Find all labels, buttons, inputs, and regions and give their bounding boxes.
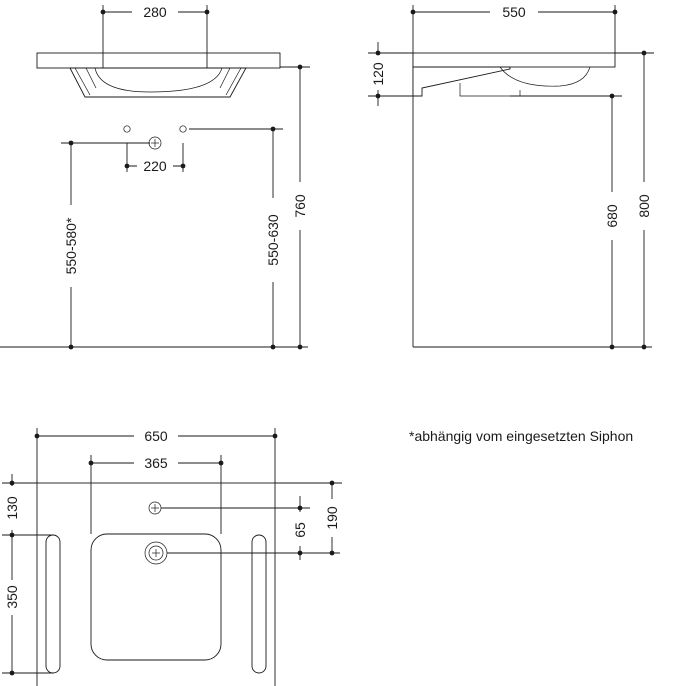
- dim-550-580-label: 550-580*: [63, 217, 79, 274]
- dim-365-dot-right: [218, 460, 224, 466]
- dim-650-dot-left: [34, 433, 40, 439]
- dim-800-label: 800: [636, 194, 652, 218]
- dim-760-label: 760: [292, 194, 308, 218]
- side-siphon: [459, 83, 521, 97]
- dim-680-dot-top: [609, 93, 615, 99]
- dim-65-dot-top: [297, 505, 303, 511]
- front-bracket-left: [74, 67, 97, 96]
- dim-190-dot-bottom: [329, 550, 335, 556]
- dim-280-dot-right: [204, 9, 210, 15]
- dim-65-dot-bottom: [297, 550, 303, 556]
- dim-120-label: 120: [370, 62, 386, 86]
- dim-365-label: 365: [144, 455, 168, 471]
- dim-550-dot-right: [612, 9, 618, 15]
- plan-basin-bowl: [90, 533, 222, 661]
- side-basin-slab: [412, 52, 616, 68]
- dim-190-label: 190: [324, 506, 340, 530]
- dim-550-580-dot-top: [68, 140, 74, 146]
- dim-220-label: 220: [143, 158, 167, 174]
- dim-800-dot-top: [641, 50, 647, 56]
- dim-220-dot-right: [180, 163, 186, 169]
- dim-65-label: 65: [292, 522, 308, 538]
- dim-550-630-dot-top: [270, 126, 276, 132]
- front-basin-slab: [36, 52, 281, 69]
- front-view: 280 220 550-580* 550-630: [0, 4, 310, 350]
- dim-550-580-dot-bottom: [68, 344, 74, 350]
- dim-550-label: 550: [502, 4, 526, 20]
- plan-handle-right: [251, 534, 267, 674]
- dim-120-dot-top: [375, 50, 381, 56]
- front-tap-hole-right: [179, 125, 187, 133]
- dim-365-dot-left: [88, 460, 94, 466]
- front-bracket-right: [219, 67, 242, 96]
- front-bowl-curve: [94, 67, 223, 93]
- dim-550-630-dot-bottom: [270, 344, 276, 350]
- front-tap-hole-left: [123, 125, 131, 133]
- dim-800-dot-bottom: [641, 344, 647, 350]
- dim-120-dot-bottom: [375, 93, 381, 99]
- plan-view: 650 365 130 350 65: [2, 428, 342, 686]
- dim-680-dot-bottom: [609, 344, 615, 350]
- dim-220-label-bg: [137, 157, 173, 174]
- plan-handle-left: [45, 534, 61, 674]
- side-view: 550 120 680 800: [368, 4, 654, 350]
- dim-650-dot-right: [272, 433, 278, 439]
- dim-550-dot-left: [410, 9, 416, 15]
- dim-680-label: 680: [604, 204, 620, 228]
- dim-760-dot-bottom: [297, 344, 303, 350]
- dim-350-dot-bottom: [9, 670, 15, 676]
- dim-760-dot-top: [297, 64, 303, 70]
- dim-220-dot-left: [124, 163, 130, 169]
- front-basin-bowl: [69, 67, 247, 98]
- footnote-text: *abhängig vom eingesetzten Siphon: [409, 428, 633, 444]
- dim-190-dot-top: [329, 480, 335, 486]
- dim-280-dot-left: [100, 9, 106, 15]
- dim-130-dot-top: [9, 480, 15, 486]
- dim-130-label: 130: [4, 496, 20, 520]
- dim-650-label: 650: [144, 428, 168, 444]
- side-basin-bracket: [412, 66, 511, 97]
- front-drain-icon: [148, 136, 162, 150]
- dim-280-label: 280: [143, 4, 167, 20]
- dim-350-label: 350: [4, 585, 20, 609]
- dim-550-630-label: 550-630: [265, 214, 281, 266]
- side-bowl-curve: [499, 66, 591, 87]
